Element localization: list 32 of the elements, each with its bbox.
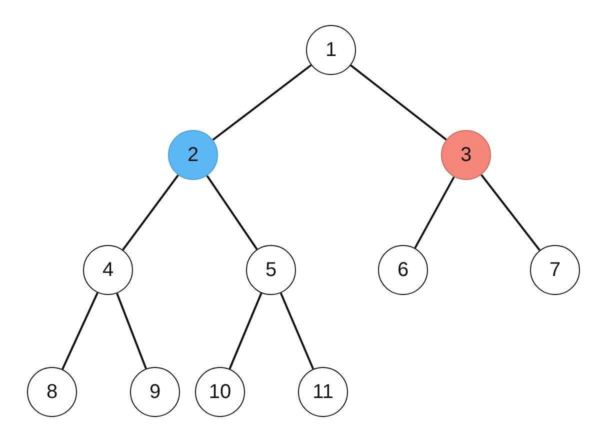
node-label: 5 — [265, 258, 277, 282]
connector-line — [480, 174, 540, 251]
node-label: 3 — [460, 144, 472, 166]
node-label: 7 — [549, 258, 561, 282]
tree-node — [130, 367, 180, 417]
connector-line — [62, 292, 98, 370]
connector-line — [350, 64, 447, 140]
tree-node — [168, 130, 218, 180]
connector-line — [116, 292, 147, 370]
node-label: 9 — [149, 380, 161, 404]
node-label: 10 — [208, 380, 232, 404]
node-label: 6 — [397, 258, 409, 282]
tree-node — [27, 367, 77, 417]
tree-node — [83, 245, 133, 295]
connector-line — [228, 292, 262, 370]
node-label: 4 — [102, 258, 114, 282]
connector-line — [414, 176, 455, 249]
node-label: 2 — [187, 144, 199, 166]
connector-line — [212, 64, 312, 141]
tree-node — [378, 245, 428, 295]
connector-line — [122, 174, 179, 250]
tree-node — [246, 245, 296, 295]
tree-node — [530, 245, 580, 295]
tree-node — [441, 130, 491, 180]
node-label: 1 — [325, 38, 337, 62]
tree-node — [298, 367, 348, 417]
node-label: 8 — [46, 380, 58, 404]
connector-line — [206, 175, 258, 250]
node-label: 11 — [312, 380, 334, 404]
tree-node — [306, 25, 356, 75]
tree-node — [195, 367, 245, 417]
connector-line — [280, 292, 314, 370]
